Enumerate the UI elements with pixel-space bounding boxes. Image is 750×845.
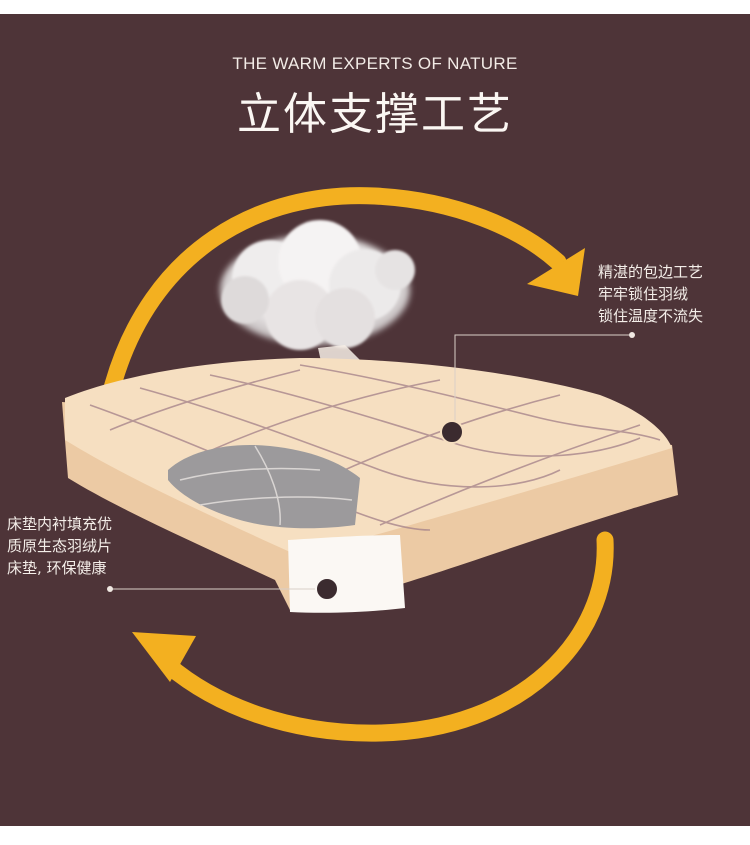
- mattress: [62, 358, 678, 613]
- callout-line: 床垫内衬填充优: [7, 515, 113, 533]
- curved-arrow-icon: [132, 531, 614, 742]
- callout-line: 牢牢锁住羽绒: [598, 285, 689, 303]
- callout-line: 床垫, 环保健康: [7, 559, 107, 577]
- page-title: 立体支撑工艺: [237, 89, 513, 140]
- callout-line: 锁住温度不流失: [598, 307, 704, 325]
- edge-binding-callout: 精湛的包边工艺 牢牢锁住羽绒 锁住温度不流失: [598, 261, 703, 327]
- callout-line: 质原生态羽绒片: [7, 537, 113, 555]
- brand-subtitle: THE WARM EXPERTS OF NATURE: [232, 54, 518, 73]
- right-callout-leader: [440, 332, 635, 444]
- filling-callout: 床垫内衬填充优 质原生态羽绒片 床垫, 环保健康: [7, 513, 112, 579]
- callout-line: 精湛的包边工艺: [598, 263, 704, 281]
- curved-arrow-icon: [103, 187, 585, 397]
- down-feather-icon: [220, 220, 415, 350]
- left-callout-leader: [107, 577, 339, 601]
